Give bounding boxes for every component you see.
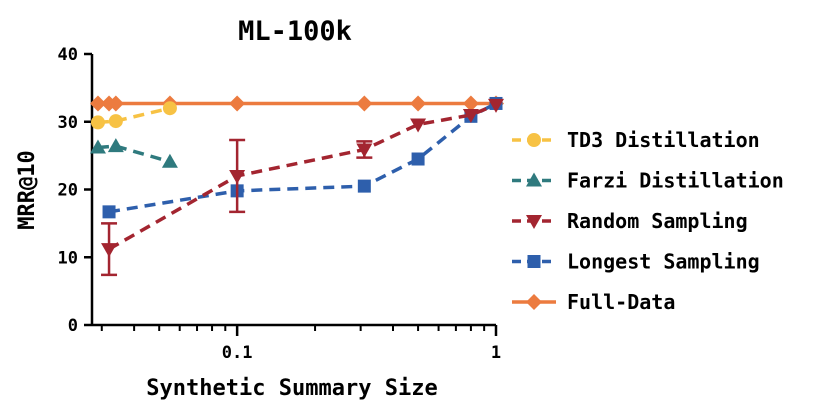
series-random-sampling xyxy=(101,98,504,277)
legend-item-td3-distillation: TD3 Distillation xyxy=(512,128,760,152)
legend-item-farzi-distillation: Farzi Distillation xyxy=(512,169,784,193)
legend-label: Farzi Distillation xyxy=(567,169,784,193)
data-point xyxy=(102,205,116,219)
series-td3-distillation xyxy=(90,101,177,130)
data-point xyxy=(107,138,124,153)
series-line xyxy=(97,144,171,164)
y-tick-label: 30 xyxy=(58,113,78,133)
plot-area xyxy=(89,95,504,277)
series-longest-sampling xyxy=(102,96,503,219)
data-point xyxy=(229,169,246,184)
legend-item-random-sampling: Random Sampling xyxy=(512,209,748,233)
legend-marker xyxy=(526,172,542,187)
axes: 0 10 20 30 40 0.1 1 xyxy=(58,45,502,363)
data-point xyxy=(488,98,504,113)
data-point xyxy=(101,243,118,258)
legend-marker xyxy=(526,215,542,229)
legend-marker xyxy=(527,255,541,268)
legend-item-full-data: Full-Data xyxy=(512,290,675,314)
y-axis-label: MRR@10 xyxy=(15,150,40,229)
data-point xyxy=(357,179,371,193)
legend-marker xyxy=(527,133,541,147)
data-point xyxy=(161,153,178,168)
y-tick-label: 40 xyxy=(58,45,78,65)
legend-label: TD3 Distillation xyxy=(567,128,760,152)
data-point xyxy=(410,118,427,133)
data-point xyxy=(410,95,427,112)
x-axis-label: Synthetic Summary Size xyxy=(146,376,437,401)
data-point xyxy=(229,95,246,112)
x-tick-label: 1 xyxy=(491,343,501,363)
data-point xyxy=(411,152,425,166)
data-point xyxy=(90,115,105,130)
x-tick-label: 0.1 xyxy=(222,343,253,363)
series-line xyxy=(108,103,497,251)
data-point xyxy=(89,139,106,154)
data-point xyxy=(108,114,123,129)
y-tick-label: 20 xyxy=(58,181,78,201)
legend-label: Full-Data xyxy=(567,290,675,314)
y-tick-label: 0 xyxy=(68,316,78,336)
data-point xyxy=(462,108,479,123)
legend-label: Random Sampling xyxy=(567,209,748,233)
data-point xyxy=(462,95,479,112)
data-point xyxy=(107,95,124,112)
legend-item-longest-sampling: Longest Sampling xyxy=(512,250,760,274)
chart-title: ML-100k xyxy=(238,16,352,47)
y-tick-label: 10 xyxy=(58,248,78,268)
data-point xyxy=(162,101,177,116)
data-point xyxy=(89,95,106,112)
data-point xyxy=(356,95,373,112)
legend-marker xyxy=(526,294,542,310)
series-full-data xyxy=(89,95,504,112)
legend-label: Longest Sampling xyxy=(567,250,760,274)
series-farzi-distillation xyxy=(89,138,178,168)
data-point xyxy=(356,143,373,158)
series-line xyxy=(108,101,497,214)
